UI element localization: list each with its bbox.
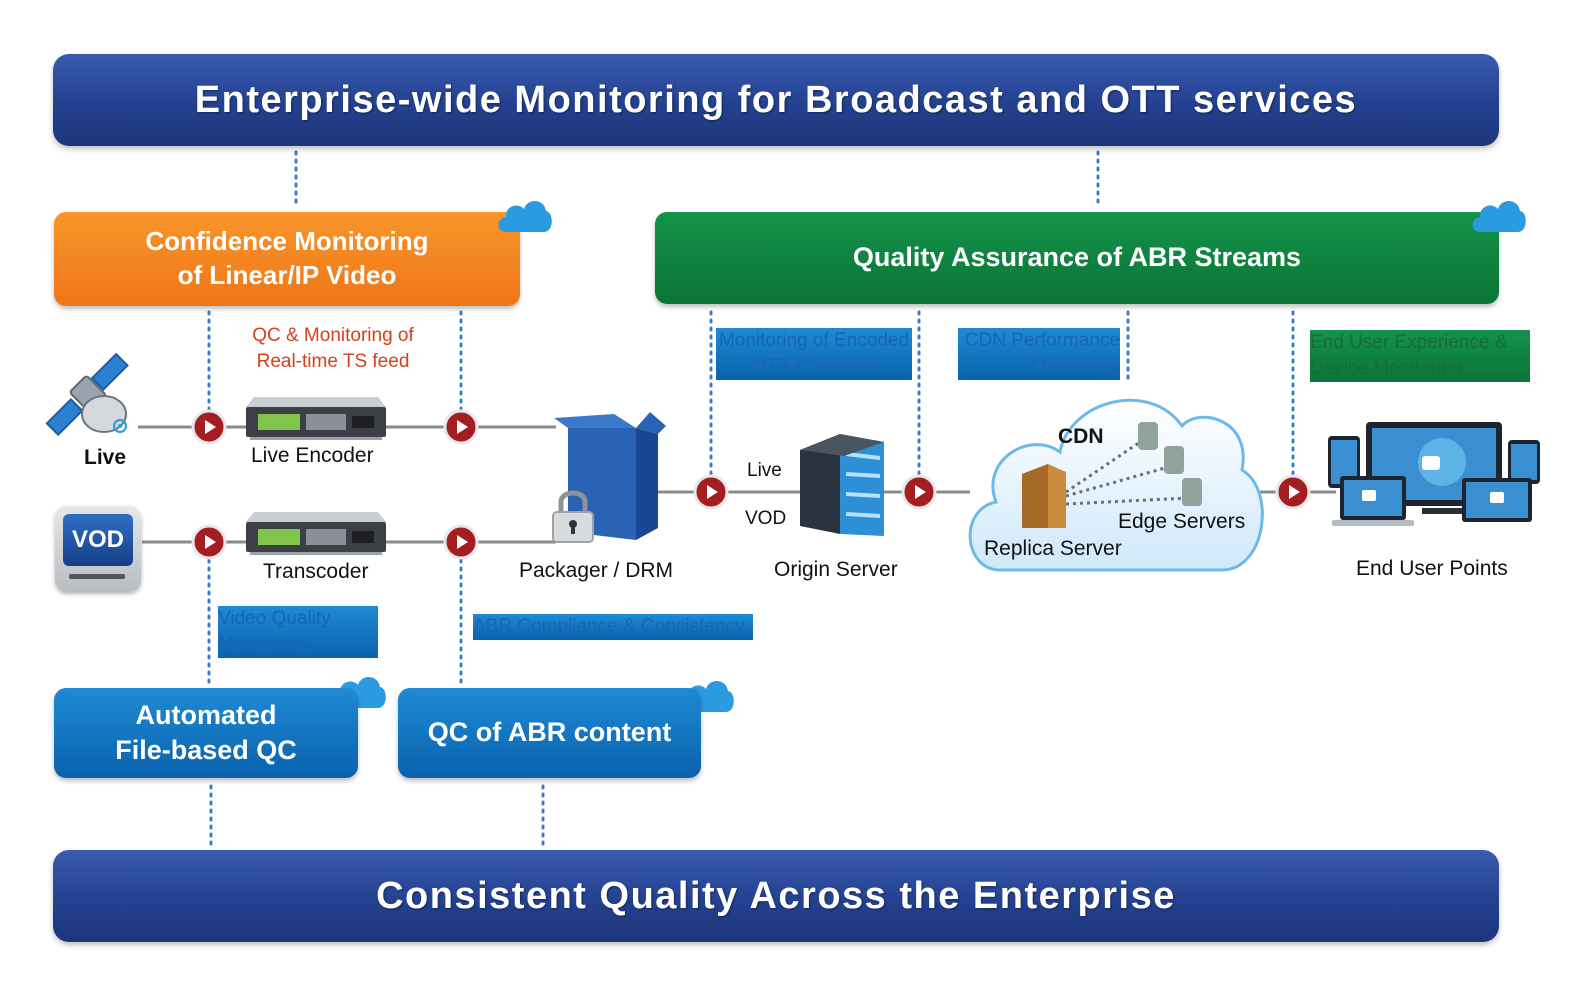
end-user-experience-line2: Device Monitoring — [1310, 358, 1463, 379]
encoded-ott-line2: OTT Channels — [752, 356, 876, 377]
rack-device-icon — [246, 397, 386, 440]
file-based-qc-box: Automated File-based QC — [54, 688, 358, 778]
live-label: Live — [84, 446, 127, 469]
play-circle-icon — [443, 524, 479, 560]
header-title: Enterprise-wide Monitoring for Broadcast… — [194, 78, 1358, 121]
cdn-performance-line2: Monitoring — [1031, 356, 1120, 377]
origin-vod-label: VOD — [745, 508, 787, 529]
server-tower-icon — [800, 434, 884, 536]
end-user-experience-line1: End User Experience & — [1310, 332, 1508, 353]
confidence-line2: of Linear/IP Video — [177, 260, 397, 290]
vod-badge-label: VOD — [71, 526, 124, 553]
video-quality-line2: Monitoring — [218, 634, 307, 655]
abr-content-label: QC of ABR content — [427, 717, 672, 748]
abr-streams-box: Quality Assurance of ABR Streams — [655, 212, 1499, 304]
play-circle-icon — [901, 474, 937, 510]
play-circle-icon — [443, 409, 479, 445]
play-circle-icon — [693, 474, 729, 510]
transcoder-label: Transcoder — [263, 560, 369, 583]
qc-monitoring-line2: Real-time TS feed — [256, 351, 410, 372]
footer-title: Consistent Quality Across the Enterprise — [376, 874, 1176, 917]
cdn-label: CDN — [1058, 425, 1104, 448]
padlock-icon — [552, 490, 594, 543]
replica-server-label: Replica Server — [984, 537, 1122, 560]
live-encoder-label: Live Encoder — [251, 444, 374, 467]
encoded-ott-line1: Monitoring of Encoded — [718, 330, 910, 351]
origin-live-label: Live — [747, 460, 782, 481]
cloud-icon — [498, 200, 552, 232]
cdn-performance-line1: CDN Performance — [964, 330, 1120, 351]
edge-servers-label: Edge Servers — [1118, 510, 1246, 533]
end-user-experience-annotation: End User Experience & Device Monitoring — [1310, 330, 1530, 382]
footer-banner: Consistent Quality Across the Enterprise — [53, 850, 1499, 942]
vod-badge: VOD — [55, 506, 141, 592]
play-circle-icon — [191, 524, 227, 560]
cloud-icon — [1472, 200, 1526, 232]
confidence-monitoring-box: Confidence Monitoring of Linear/IP Video — [54, 212, 520, 306]
file-qc-line2: File-based QC — [115, 735, 297, 765]
packager-label: Packager / DRM — [519, 559, 674, 582]
origin-server-label: Origin Server — [774, 558, 898, 581]
devices-icon — [1328, 422, 1540, 526]
encoded-ott-annotation: Monitoring of Encoded OTT Channels — [716, 328, 912, 380]
cdn-cloud — [968, 398, 1264, 572]
rack-device-icon — [246, 512, 386, 555]
abr-content-box: QC of ABR content — [398, 688, 701, 778]
end-user-points-label: End User Points — [1356, 557, 1508, 580]
play-circle-icon — [1275, 474, 1311, 510]
qc-monitoring-line1: QC & Monitoring of — [252, 325, 414, 346]
play-circle-icon — [191, 409, 227, 445]
cdn-performance-annotation: CDN Performance Monitoring — [958, 328, 1120, 380]
video-quality-annotation: Video Quality Monitoring — [218, 606, 378, 658]
header-banner: Enterprise-wide Monitoring for Broadcast… — [53, 54, 1499, 146]
confidence-line1: Confidence Monitoring — [145, 226, 429, 257]
abr-streams-label: Quality Assurance of ABR Streams — [852, 242, 1302, 273]
file-qc-line1: Automated — [135, 699, 277, 730]
qc-monitoring-annotation: QC & Monitoring of Real-time TS feed — [238, 323, 428, 375]
satellite-icon — [45, 352, 129, 437]
video-quality-line1: Video Quality — [218, 608, 331, 629]
abr-compliance-annotation: ABR Compliance & Consistency — [473, 614, 753, 640]
abr-compliance-label: ABR Compliance & Consistency — [473, 616, 745, 637]
